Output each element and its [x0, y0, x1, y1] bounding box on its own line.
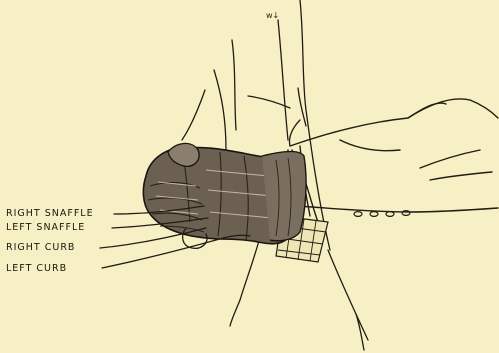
sleeve-outline	[287, 99, 498, 222]
label-right-curb: RIGHT CURB	[6, 242, 75, 253]
label-right-snaffle: RIGHT SNAFFLE	[6, 208, 94, 219]
label-left-snaffle: LEFT SNAFFLE	[6, 222, 85, 233]
gloved-fist	[143, 143, 306, 243]
page-mark: w↓	[266, 11, 279, 20]
label-left-curb: LEFT CURB	[6, 263, 67, 274]
